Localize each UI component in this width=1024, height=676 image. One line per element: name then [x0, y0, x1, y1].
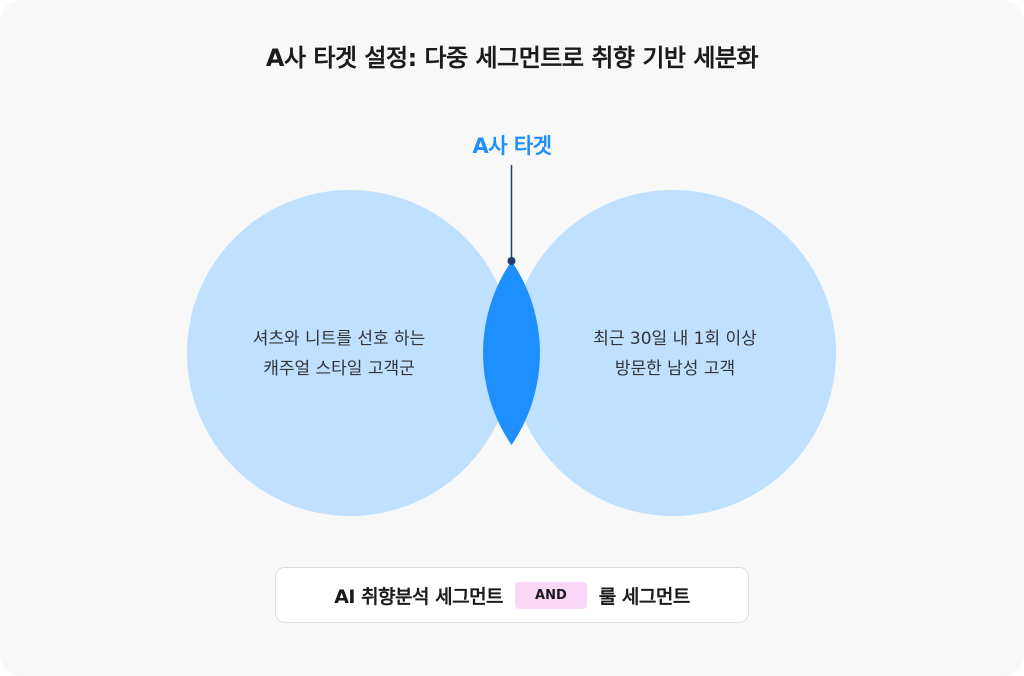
ai-segment-label: AI 취향분석 세그먼트 — [334, 585, 504, 608]
right-circle — [510, 190, 836, 516]
segment-legend: AI 취향분석 세그먼트 AND 룰 세그먼트 — [275, 567, 749, 623]
page-title: A사 타겟 설정: 다중 세그먼트로 취향 기반 세분화 — [265, 44, 759, 72]
left-circle-line-2: 캐주얼 스타일 고객군 — [263, 359, 415, 379]
left-circle-text: 셔츠와 니트를 선호 하는 캐주얼 스타일 고객군 — [209, 324, 469, 384]
right-circle-line-1: 최근 30일 내 1회 이상 — [593, 329, 757, 349]
intersection-lens — [483, 261, 540, 445]
left-circle — [187, 190, 513, 516]
left-circle-line-1: 셔츠와 니트를 선호 하는 — [252, 329, 426, 349]
and-operator-badge: AND — [515, 581, 587, 609]
right-circle-line-2: 방문한 남성 고객 — [614, 359, 736, 379]
rule-segment-label: 룰 세그먼트 — [598, 585, 691, 608]
pointer-dot — [507, 257, 516, 265]
target-label: A사 타겟 — [472, 134, 552, 158]
right-circle-text: 최근 30일 내 1회 이상 방문한 남성 고객 — [545, 324, 805, 384]
